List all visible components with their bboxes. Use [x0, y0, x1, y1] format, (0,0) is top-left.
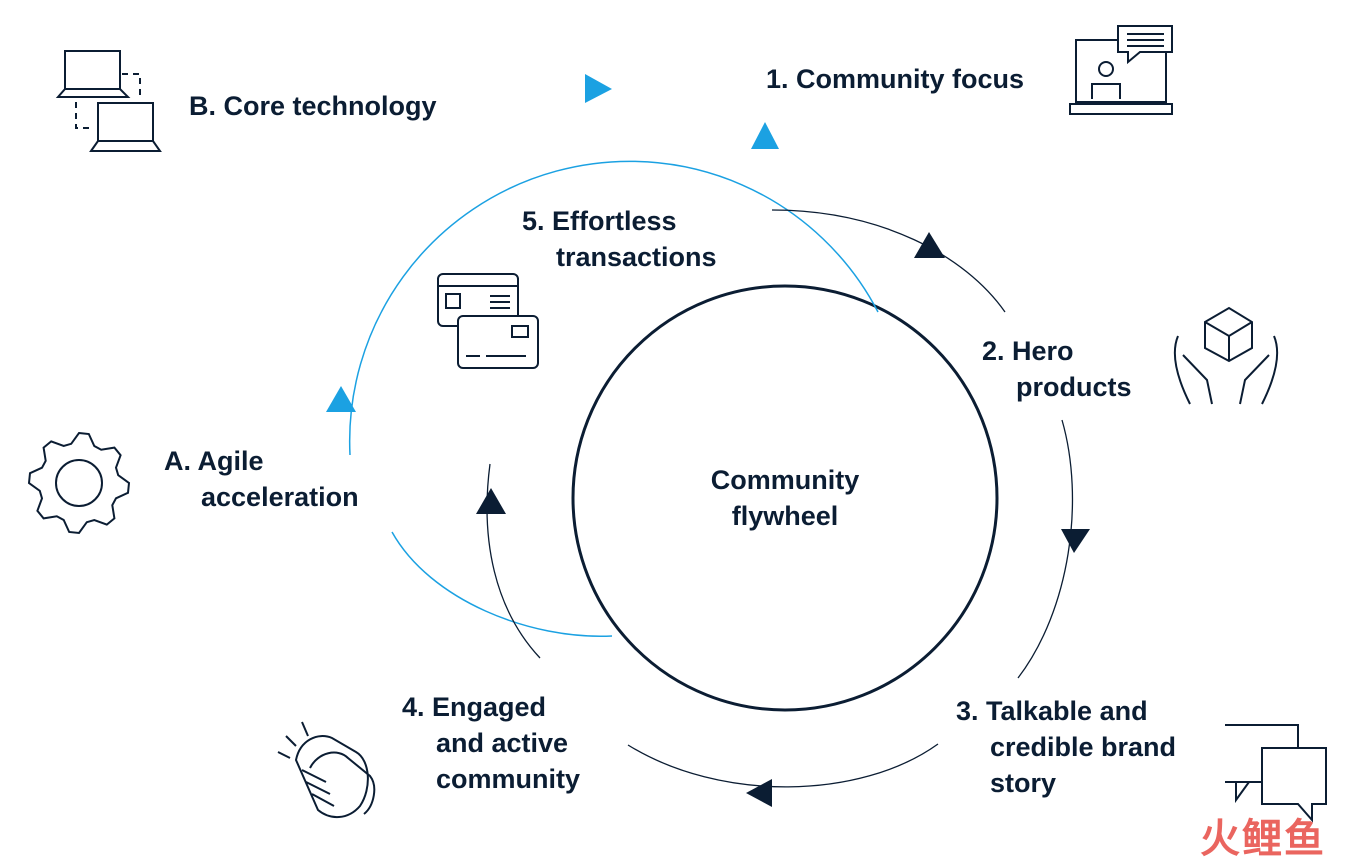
inner-arrow-2 [1061, 529, 1090, 553]
two-laptops-icon [55, 50, 162, 152]
payment-cards-icon [437, 273, 539, 369]
laptop-video-chat-icon [1069, 25, 1173, 115]
outer-arc-top [348, 160, 879, 456]
center-circle [571, 284, 999, 712]
inner-cycle [486, 209, 1074, 788]
label-community-focus: 1. Community focus [766, 64, 1025, 94]
outer-arrow-3 [326, 386, 356, 412]
center-title: Community flywheel [710, 465, 860, 531]
label-talkable-brand-story: 3. Talkable and credible brand story [956, 696, 1177, 798]
inner-arrow-3 [746, 779, 772, 807]
inner-arrows [476, 232, 1090, 807]
outer-arrows [326, 74, 779, 412]
inner-arrow-1 [914, 232, 945, 258]
outer-cycle [348, 160, 879, 638]
inner-arc-3-4 [627, 743, 939, 788]
inner-arc-4-5 [486, 463, 541, 659]
inner-arrow-4 [476, 488, 506, 514]
outer-arc-bottom [391, 531, 613, 638]
label-agile-acceleration: A. Agile acceleration [164, 446, 359, 512]
label-core-technology: B. Core technology [189, 91, 437, 121]
label-hero-products: 2. Hero products [982, 336, 1132, 402]
inner-arc-5-2 [771, 209, 1006, 313]
clapping-hands-icon [277, 721, 376, 818]
label-engaged-community: 4. Engaged and active community [402, 692, 581, 794]
watermark-logo: 火鲤鱼 [1200, 816, 1326, 862]
speech-bubbles-icon [1225, 724, 1327, 823]
outer-arrow-1 [585, 74, 612, 103]
gear-icon [27, 431, 131, 535]
outer-arrow-2 [751, 122, 779, 149]
hands-holding-box-icon [1173, 306, 1279, 405]
inner-arc-2-3 [1017, 419, 1074, 679]
label-effortless-transactions: 5. Effortless transactions [522, 206, 717, 272]
